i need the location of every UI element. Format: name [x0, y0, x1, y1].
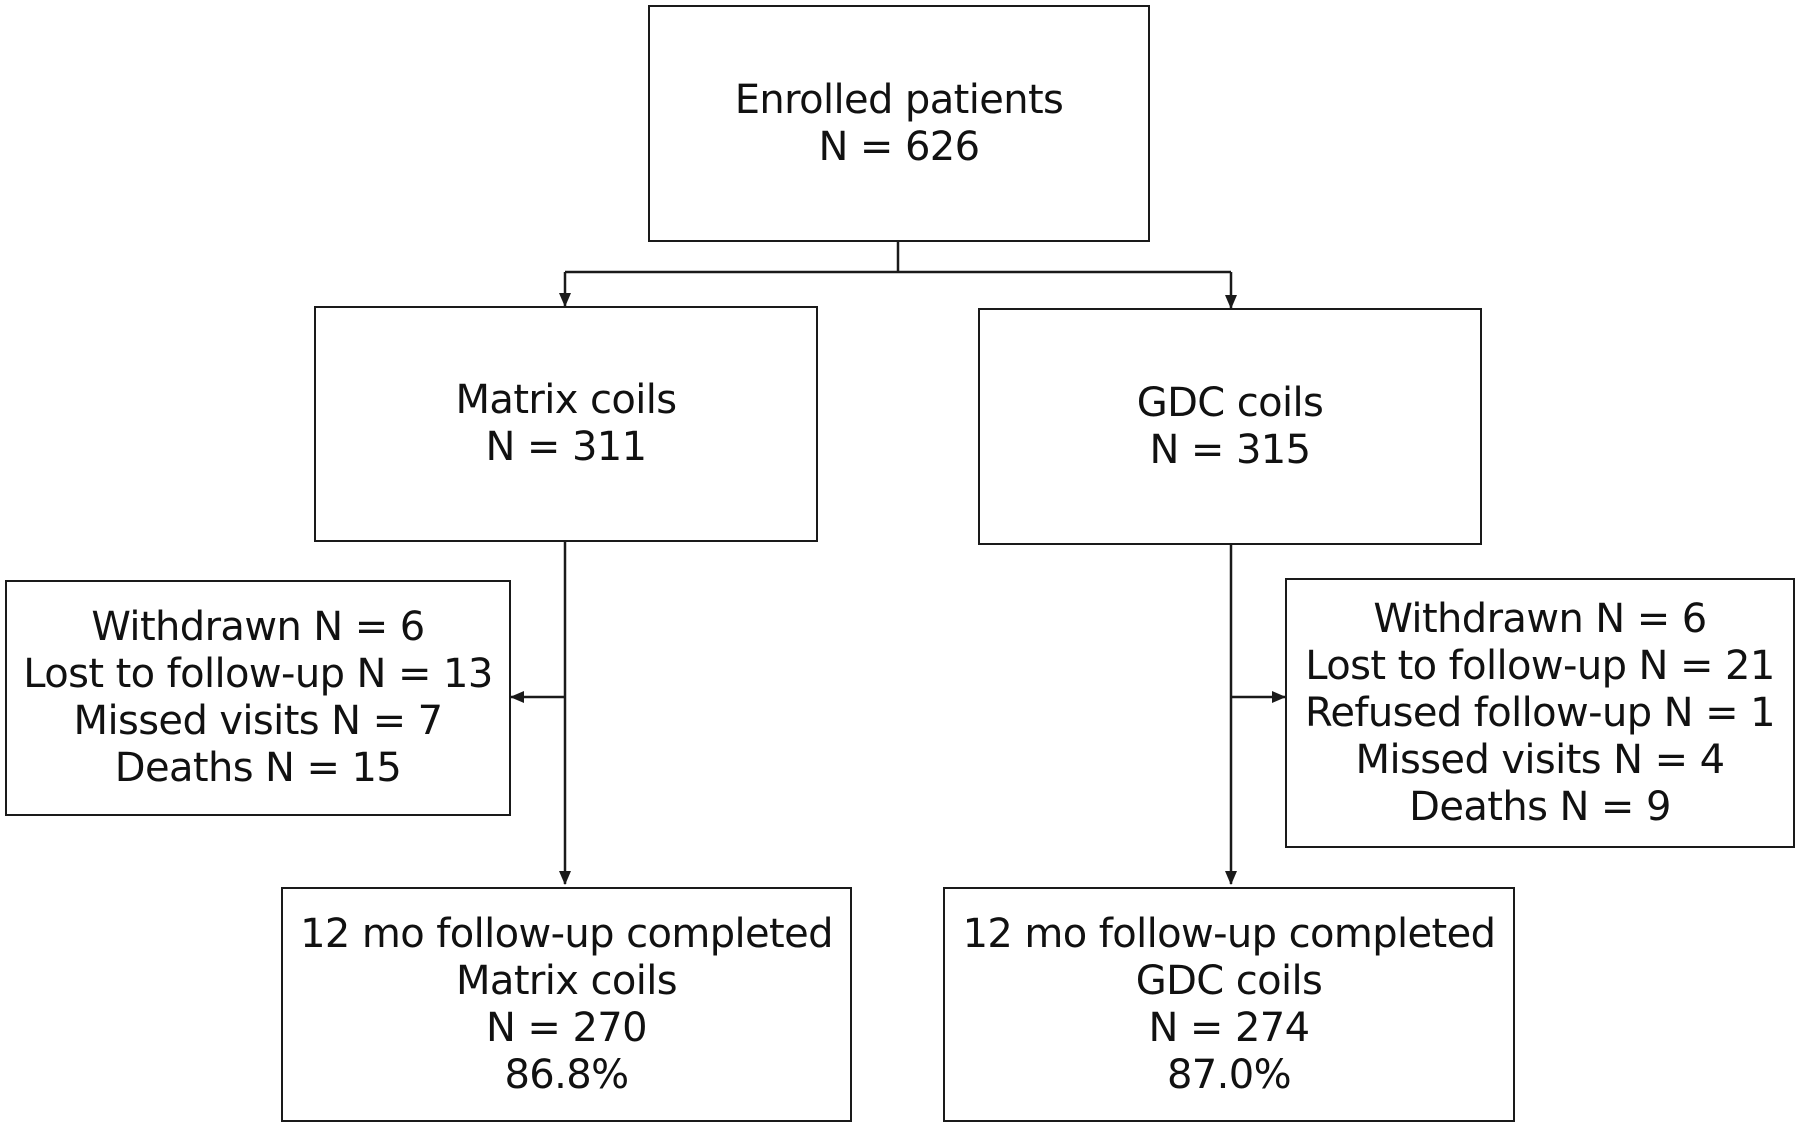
gdc-deaths: Deaths N = 9 — [1409, 783, 1671, 830]
gdc-withdrawn: Withdrawn N = 6 — [1373, 595, 1707, 642]
matrix-arm-label: Matrix coils — [455, 377, 678, 423]
matrix-excluded-box: Withdrawn N = 6 Lost to follow-up N = 13… — [5, 580, 511, 816]
matrix-completed-box: 12 mo follow-up completed Matrix coils N… — [281, 887, 852, 1122]
gdc-arm-label: GDC coils — [1136, 379, 1324, 426]
matrix-completed-arm: Matrix coils — [456, 957, 678, 1004]
enrolled-label: Enrolled patients — [734, 76, 1064, 123]
enrolled-patients-box: Enrolled patients N = 626 — [648, 5, 1150, 242]
matrix-completed-percent: 86.8% — [504, 1051, 629, 1098]
gdc-completed-box: 12 mo follow-up completed GDC coils N = … — [943, 887, 1515, 1122]
enrolled-count: N = 626 — [818, 123, 980, 170]
gdc-lost-to-follow-up: Lost to follow-up N = 21 — [1305, 642, 1775, 689]
gdc-completed-percent: 87.0% — [1166, 1051, 1292, 1098]
gdc-arm-count: N = 315 — [1149, 426, 1311, 473]
gdc-excluded-box: Withdrawn N = 6 Lost to follow-up N = 21… — [1285, 578, 1795, 848]
matrix-deaths: Deaths N = 15 — [114, 745, 402, 791]
gdc-missed-visits: Missed visits N = 4 — [1355, 736, 1726, 783]
matrix-completed-title: 12 mo follow-up completed — [300, 910, 833, 957]
matrix-missed-visits: Missed visits N = 7 — [73, 698, 444, 744]
matrix-coils-box: Matrix coils N = 311 — [314, 306, 818, 542]
gdc-completed-title: 12 mo follow-up completed — [962, 910, 1496, 957]
matrix-completed-count: N = 270 — [485, 1004, 648, 1051]
gdc-completed-arm: GDC coils — [1135, 957, 1323, 1004]
matrix-arm-count: N = 311 — [485, 424, 647, 470]
gdc-refused-follow-up: Refused follow-up N = 1 — [1305, 689, 1776, 736]
gdc-coils-box: GDC coils N = 315 — [978, 308, 1482, 545]
matrix-lost-to-follow-up: Lost to follow-up N = 13 — [23, 651, 493, 697]
gdc-completed-count: N = 274 — [1148, 1004, 1310, 1051]
matrix-withdrawn: Withdrawn N = 6 — [91, 604, 425, 650]
